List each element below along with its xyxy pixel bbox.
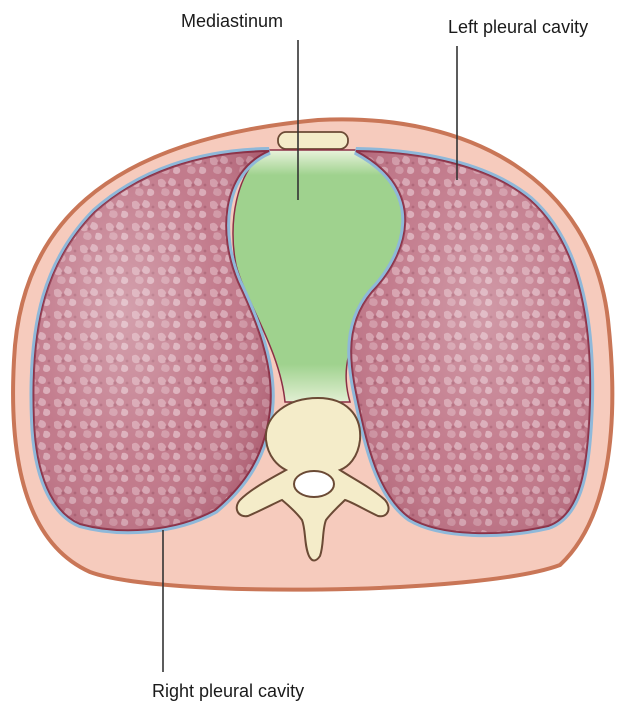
mediastinum-label: Mediastinum: [181, 11, 284, 31]
vertebra: [235, 396, 390, 562]
left-pleural-cavity: [347, 147, 595, 538]
vertebral-foramen: [293, 470, 335, 498]
right-pleural-cavity-label: Right pleural cavity: [152, 681, 305, 701]
sternum: [277, 131, 349, 150]
right-pleural-cavity: [29, 147, 275, 535]
left-pleural-cavity-label: Left pleural cavity: [448, 17, 589, 37]
